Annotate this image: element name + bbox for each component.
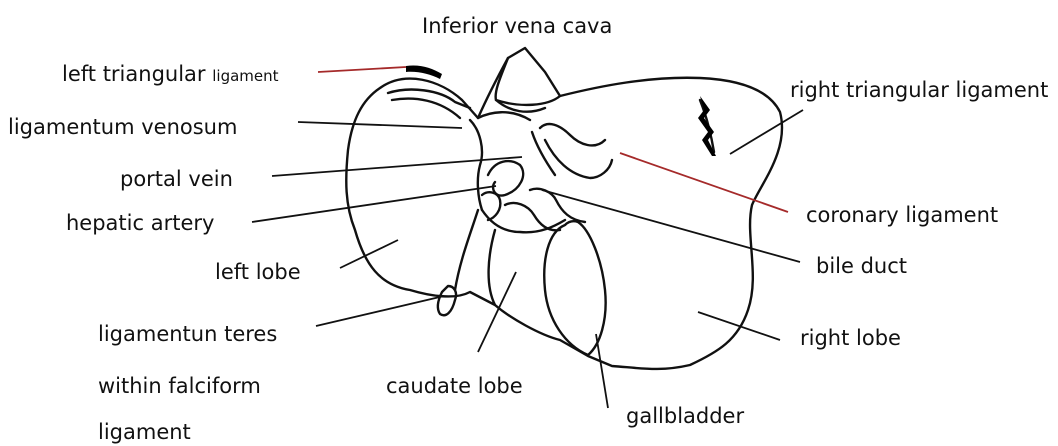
leader-ligamentum-venosum xyxy=(298,122,462,128)
hepatic-artery-shape xyxy=(482,192,500,220)
leader-right-triangular xyxy=(730,110,803,154)
label-left-triangular-ligament: left triangular ligament xyxy=(62,62,279,88)
label-inferior-vena-cava: Inferior vena cava xyxy=(422,14,612,38)
leader-hepatic-artery xyxy=(252,186,496,222)
label-coronary-ligament: coronary ligament xyxy=(806,203,998,227)
coronary-fold-2 xyxy=(545,140,612,178)
left-triangular-mark xyxy=(406,65,442,79)
leader-ligamentun-teres xyxy=(316,296,444,326)
label-left-lobe: left lobe xyxy=(215,260,301,284)
leader-portal-vein xyxy=(272,157,522,176)
portal-vein-shape xyxy=(488,161,523,195)
inner-fissure xyxy=(470,120,482,210)
leader-bile-duct xyxy=(542,190,800,262)
leader-left-triangular xyxy=(318,67,406,72)
coronary-fold xyxy=(540,124,605,145)
leader-caudate-lobe xyxy=(478,272,516,352)
liver-outline xyxy=(346,48,782,369)
caudate-boundary xyxy=(489,230,495,305)
inner-fissure-2 xyxy=(478,112,530,120)
label-left-triangular-main: left triangular xyxy=(62,62,206,86)
falciform-notch xyxy=(455,210,478,290)
ligamentum-venosum-groove-2 xyxy=(392,99,460,118)
label-hepatic-artery: hepatic artery xyxy=(66,211,214,235)
label-right-triangular-ligament: right triangular ligament xyxy=(790,78,1048,102)
label-ligament-final: ligament xyxy=(98,420,191,444)
ligamentum-teres-tube xyxy=(438,286,456,315)
label-gallbladder: gallbladder xyxy=(626,404,744,428)
label-within-falciform: within falciform xyxy=(98,374,261,398)
label-left-triangular-small: ligament xyxy=(212,67,278,85)
label-portal-vein: portal vein xyxy=(120,167,233,191)
coronary-fold-3 xyxy=(532,132,555,175)
label-caudate-lobe: caudate lobe xyxy=(386,374,523,398)
label-right-lobe: right lobe xyxy=(800,326,901,350)
label-ligamentun-teres: ligamentun teres xyxy=(98,322,277,346)
leader-gallbladder xyxy=(596,334,608,408)
label-ligamentum-venosum: ligamentum venosum xyxy=(8,115,237,139)
label-bile-duct: bile duct xyxy=(816,254,907,278)
leader-right-lobe xyxy=(698,312,780,340)
